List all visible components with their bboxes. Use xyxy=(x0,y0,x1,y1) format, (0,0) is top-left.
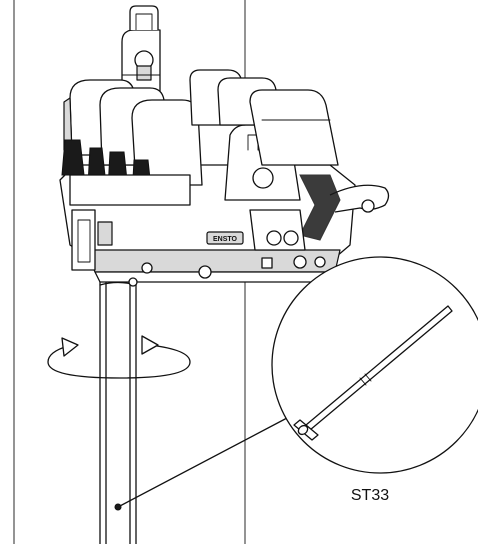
pole xyxy=(99,269,137,544)
brand-marking: ENSTO xyxy=(213,236,238,243)
brand-plate: ENSTO xyxy=(206,231,244,245)
rotate-arrow-icon xyxy=(47,335,191,379)
magnifier xyxy=(271,256,478,474)
front-caps xyxy=(61,79,203,206)
back-caps xyxy=(189,69,339,166)
rod-tool-icon xyxy=(293,305,453,441)
top-hook-bracket xyxy=(121,5,161,96)
tool-label: ST33 xyxy=(351,487,389,504)
leader-line xyxy=(114,417,288,511)
